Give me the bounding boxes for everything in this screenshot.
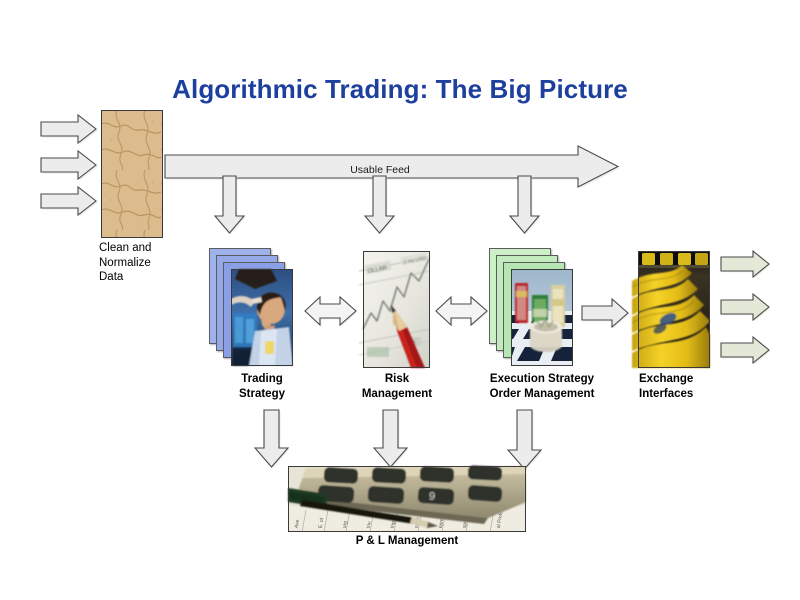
bidirectional-arrow-trading-risk [304,295,358,327]
svg-text:al Profit: al Profit [496,510,505,528]
exchange-interfaces-label: Exchange Interfaces [639,373,694,400]
execution-strategy-label: Execution Strategy Order Management [489,373,595,400]
clean-normalize-image [101,110,163,238]
svg-text:Inp: Inp [390,521,397,529]
output-arrow-3 [720,335,771,365]
output-arrow-1 [720,249,771,279]
output-arrow-2 [720,292,771,322]
arrow-trading-to-pnl [253,409,290,469]
feed-drop-arrow-execution [508,175,541,235]
svg-text:Ave: Ave [294,519,301,529]
trading-strategy-image [231,269,293,366]
input-arrow-2 [40,149,98,181]
bidirectional-arrow-risk-execution [435,295,489,327]
feed-drop-arrow-risk [363,175,396,235]
svg-text:Inv: Inv [366,521,373,529]
input-arrow-3 [40,185,98,217]
svg-text:OLLAR: OLLAR [367,265,388,275]
exchange-interfaces-image [631,251,710,368]
svg-text:spre: spre [462,518,470,529]
clean-normalize-label: Clean and Normalize Data [99,242,152,283]
arrow-execution-to-exchange [581,297,630,329]
pnl-management-image: Ave E. of urg Inv Inp coun epre spre al … [288,465,526,533]
risk-management-label: Risk Management [361,373,433,400]
exchange-output-arrows [720,249,771,365]
pnl-management-label: P & L Management [355,535,459,547]
svg-text:epre: epre [438,518,446,529]
input-arrow-1 [40,113,98,145]
page-title: Algorithmic Trading: The Big Picture [172,74,628,104]
risk-management-image: OLLAR 2 mo USD SPR [358,251,431,368]
feed-drop-arrow-trading [213,175,246,235]
execution-strategy-image [511,269,573,366]
svg-text:2 mo USD: 2 mo USD [403,255,427,265]
arrow-risk-to-pnl [372,409,409,469]
svg-text:urg: urg [342,520,349,528]
svg-text:9: 9 [429,491,436,503]
arrow-execution-to-pnl [506,409,543,471]
svg-text:E. of: E. of [318,517,326,529]
trading-strategy-label: Trading Strategy [238,373,286,400]
input-feed-arrows [40,113,98,217]
usable-feed-label: Usable Feed [350,164,410,176]
usable-feed-arrow [164,145,620,189]
